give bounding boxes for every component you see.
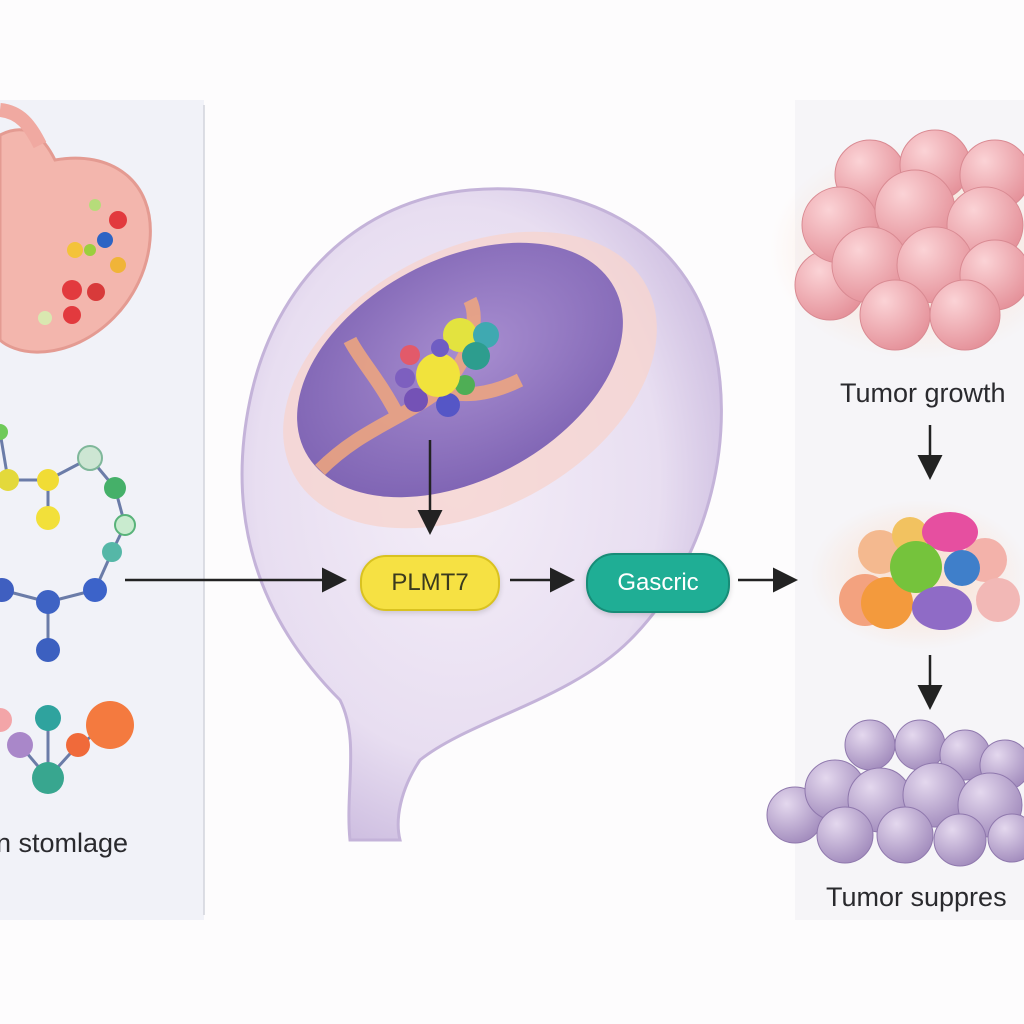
tumor-cluster-icon (810, 500, 1024, 650)
cell-icon (240, 187, 723, 842)
molecule-network-icon (0, 701, 134, 794)
tumor-suppress-label: Tumor suppres (826, 882, 1007, 912)
tumor-cluster-icon (770, 129, 1024, 360)
molecule-network-icon (0, 424, 136, 662)
node-gascric: Gascric (586, 553, 730, 613)
node-plmt7: PLMT7 (360, 555, 500, 611)
tumor-growth-label: Tumor growth (840, 378, 1006, 408)
pathway-arrows (125, 425, 943, 710)
left-caption: n stomlage (0, 828, 129, 858)
node-gascric-label: Gascric (617, 569, 699, 596)
tumor-cluster-icon (766, 719, 1024, 867)
stomach-icon (0, 103, 152, 354)
node-plmt7-label: PLMT7 (391, 569, 469, 596)
